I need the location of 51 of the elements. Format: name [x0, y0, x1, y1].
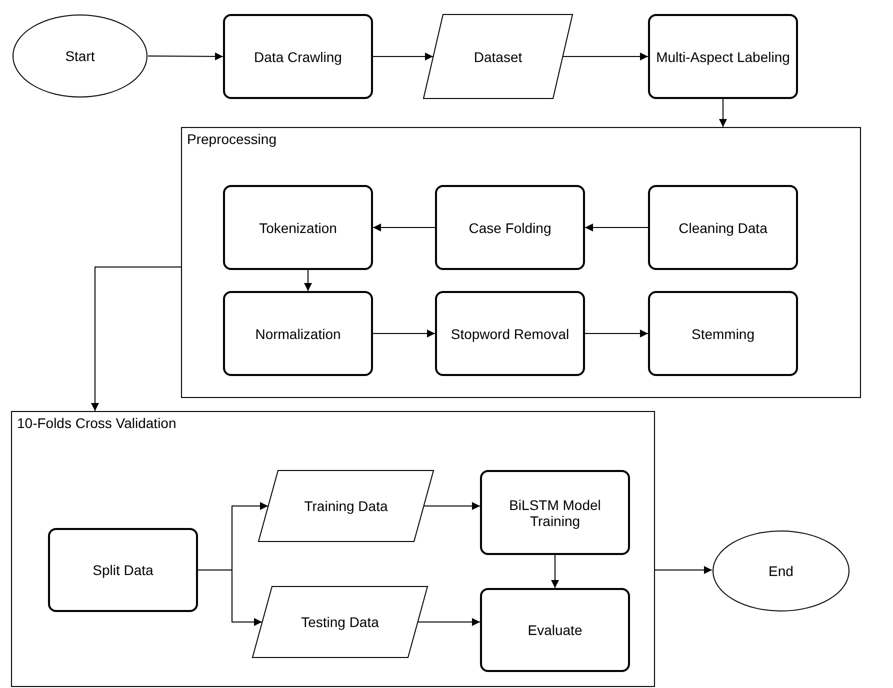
node-label: Evaluate — [526, 622, 584, 638]
arrow — [372, 52, 434, 60]
process-box — [480, 470, 630, 555]
arrow — [424, 502, 480, 510]
node-label: Split Data — [92, 562, 154, 578]
node-label: Dataset — [472, 48, 524, 64]
node-label: Testing Data — [300, 614, 380, 630]
process-box — [648, 185, 798, 270]
process-box — [480, 588, 630, 672]
arrow — [372, 224, 436, 232]
arrow — [562, 52, 648, 60]
arrow — [91, 266, 182, 412]
arrow — [584, 224, 648, 232]
node-label: BiLSTM Model Training — [508, 496, 602, 528]
process-box — [648, 291, 798, 376]
node-label: Tokenization — [258, 220, 338, 236]
group-title: 10-Folds Cross Validation — [17, 415, 176, 431]
arrow — [372, 330, 436, 338]
arrow — [584, 330, 648, 338]
group-title: Preprocessing — [187, 131, 276, 147]
arrow — [418, 618, 480, 626]
data-parallelogram — [258, 470, 434, 542]
node-label: Data Crawling — [253, 48, 343, 64]
arrow — [719, 98, 727, 128]
terminal-ellipse — [12, 14, 148, 98]
node-label: Start — [64, 48, 96, 64]
data-parallelogram — [423, 14, 573, 99]
group-container — [11, 411, 655, 687]
data-parallelogram — [252, 586, 428, 658]
arrow — [654, 566, 712, 574]
arrow — [551, 554, 559, 588]
process-box — [48, 528, 198, 612]
process-box — [223, 185, 373, 270]
node-label: Stopword Removal — [450, 326, 570, 342]
node-label: Cleaning Data — [678, 220, 768, 236]
process-box — [435, 185, 585, 270]
arrow — [148, 52, 224, 60]
node-label: Case Folding — [468, 220, 552, 236]
arrow — [198, 570, 262, 626]
node-label: Normalization — [254, 326, 342, 342]
process-box — [648, 14, 798, 99]
process-box — [435, 291, 585, 376]
node-label: Stemming — [690, 326, 756, 342]
node-label: Multi-Aspect Labeling — [655, 48, 791, 64]
arrow — [304, 270, 312, 292]
process-box — [223, 291, 373, 376]
process-box — [223, 14, 373, 99]
group-container — [181, 127, 861, 398]
terminal-ellipse — [712, 530, 850, 612]
node-label: End — [768, 563, 794, 579]
node-label: Training Data — [303, 498, 389, 514]
